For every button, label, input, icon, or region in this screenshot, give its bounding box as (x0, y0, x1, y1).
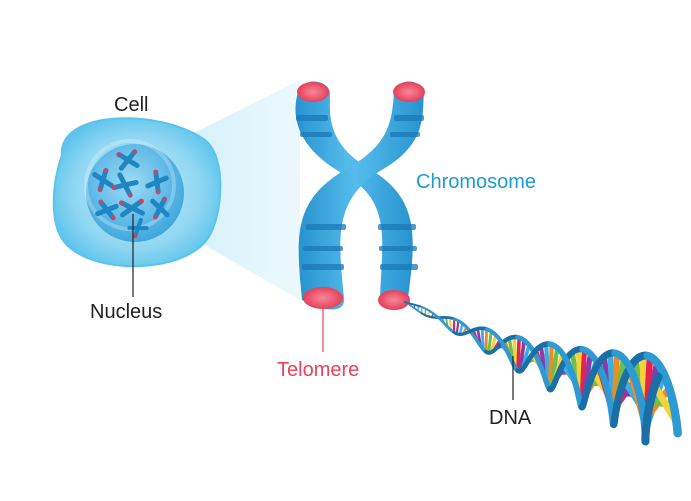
chromosome (295, 82, 425, 311)
dna-base-pair (457, 321, 459, 334)
cell-label: Cell (114, 95, 148, 115)
telomere-top-right (393, 82, 425, 102)
telomere-bottom-right (378, 290, 410, 310)
dna-base-pair (486, 329, 487, 352)
dna-base-pair (518, 338, 519, 371)
dna-backbone-strand-2 (656, 377, 658, 382)
nucleus-label: Nucleus (90, 302, 162, 322)
dna-label: DNA (489, 408, 531, 428)
telomere-label: Telomere (277, 360, 359, 380)
dna-helix (405, 302, 678, 441)
telomere-top-left (297, 82, 329, 102)
telomere-bottom-left (303, 287, 343, 309)
chromosome-label: Chromosome (416, 172, 536, 192)
